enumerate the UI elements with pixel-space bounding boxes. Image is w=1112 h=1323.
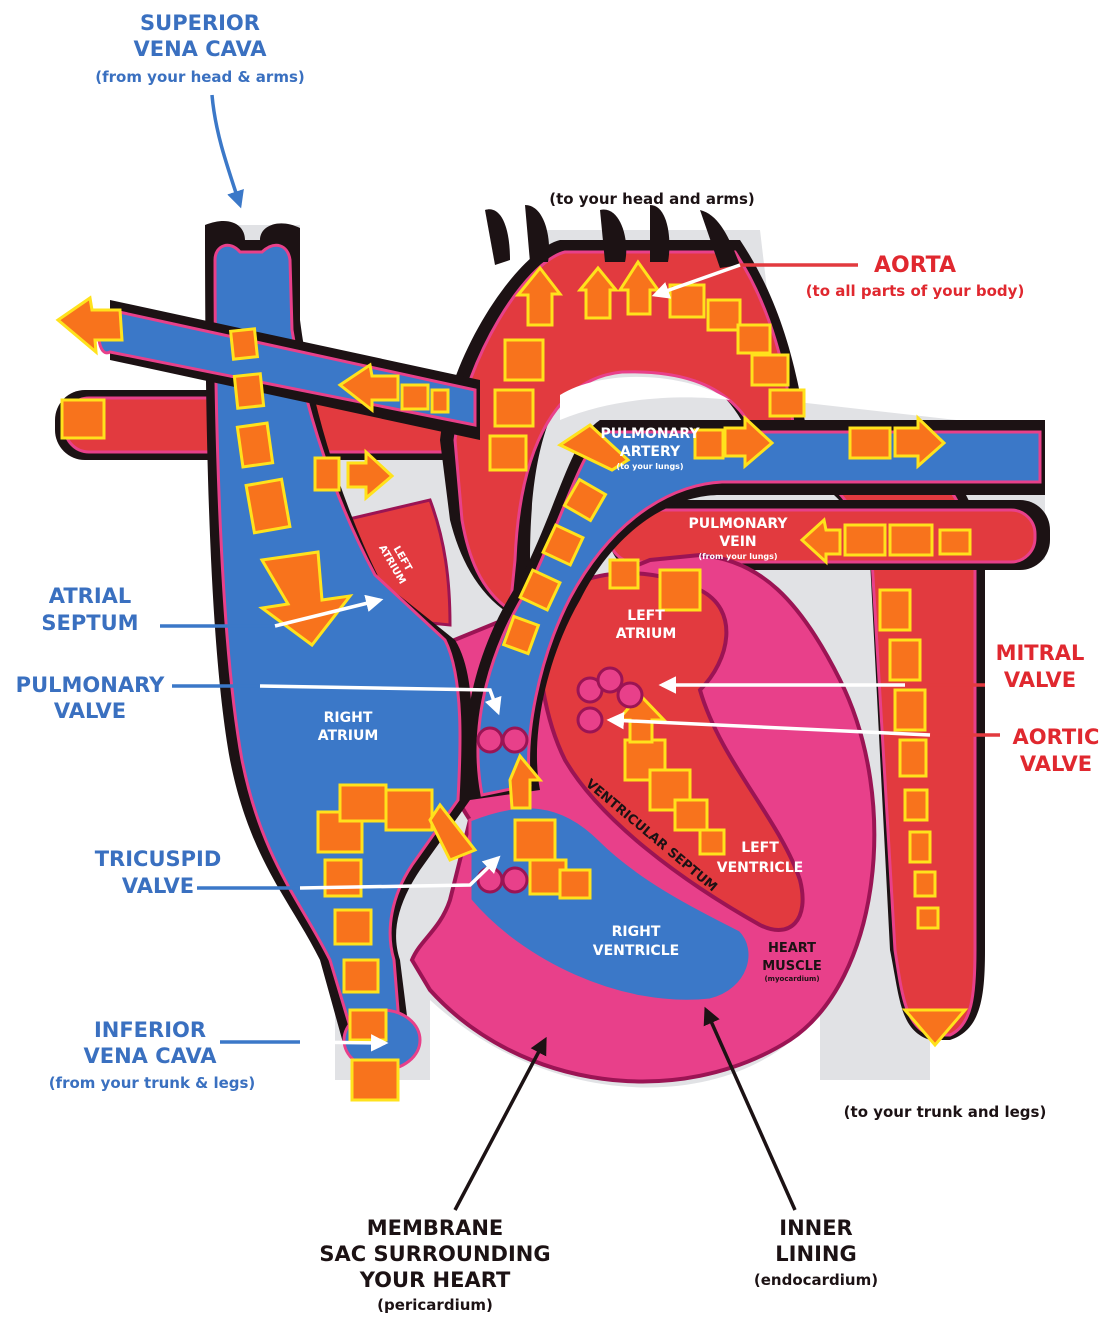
inner-lining-line1: INNER [779, 1216, 852, 1240]
trunk-legs-label: (to your trunk and legs) [844, 1103, 1047, 1121]
pulmonary-vein-sublabel: (from your lungs) [698, 552, 777, 561]
svc-label-line2: VENA CAVA [133, 37, 267, 61]
left-atrium-line1: LEFT [627, 608, 665, 624]
pulmonary-vein-line2: VEIN [719, 534, 756, 550]
right-atrium-line1: RIGHT [324, 710, 373, 726]
pulmonary-valve-line1: PULMONARY [16, 673, 165, 697]
left-atrium-line2: ATRIUM [616, 626, 677, 642]
inner-lining-sublabel: (endocardium) [754, 1271, 878, 1289]
right-atrium-line2: ATRIUM [318, 728, 379, 744]
ivc-sublabel: (from your trunk & legs) [49, 1074, 256, 1092]
membrane-line3: YOUR HEART [359, 1268, 511, 1292]
svc-sublabel: (from your head & arms) [95, 68, 305, 86]
right-ventricle-line1: RIGHT [612, 924, 661, 940]
ivc-line2: VENA CAVA [83, 1044, 217, 1068]
ivc-line1: INFERIOR [94, 1018, 206, 1042]
ivc-white-arrow [300, 1042, 385, 1043]
membrane-line2: SAC SURROUNDING [319, 1242, 550, 1266]
heart-muscle-line1: HEART [768, 941, 816, 956]
pulmonary-valve-line2: VALVE [54, 699, 126, 723]
heart-muscle-sublabel: (myocardium) [764, 975, 819, 983]
heart-muscle-line2: MUSCLE [762, 959, 822, 974]
tricuspid-valve-line2: VALVE [122, 874, 194, 898]
right-ventricle-line2: VENTRICLE [593, 943, 679, 959]
left-ventricle-line1: LEFT [741, 840, 779, 856]
tricuspid-valve-line1: TRICUSPID [95, 847, 222, 871]
membrane-arrow [455, 1040, 545, 1210]
pulmonary-vein-line1: PULMONARY [688, 516, 788, 532]
svc-arrow [212, 95, 240, 205]
membrane-line1: MEMBRANE [367, 1216, 504, 1240]
svc-label-line1: SUPERIOR [140, 11, 260, 35]
aorta-label: AORTA [874, 253, 956, 278]
pulmonary-artery-line1: PULMONARY [600, 426, 700, 442]
inner-lining-line2: LINING [775, 1242, 856, 1266]
aorta-sublabel: (to all parts of your body) [806, 282, 1025, 300]
atrial-septum-line1: ATRIAL [49, 584, 132, 608]
membrane-sublabel: (pericardium) [377, 1296, 493, 1314]
aortic-valve-line1: AORTIC [1013, 725, 1100, 749]
head-arms-label: (to your head and arms) [549, 190, 755, 208]
mitral-valve-line2: VALVE [1004, 668, 1076, 692]
left-ventricle-line2: VENTRICLE [717, 860, 803, 876]
mitral-valve-line1: MITRAL [996, 641, 1085, 665]
aortic-valve-line2: VALVE [1020, 752, 1092, 776]
pulmonary-artery-sublabel: (to your lungs) [616, 462, 683, 471]
pulmonary-artery-line2: ARTERY [620, 444, 681, 460]
atrial-septum-line2: SEPTUM [41, 611, 138, 635]
